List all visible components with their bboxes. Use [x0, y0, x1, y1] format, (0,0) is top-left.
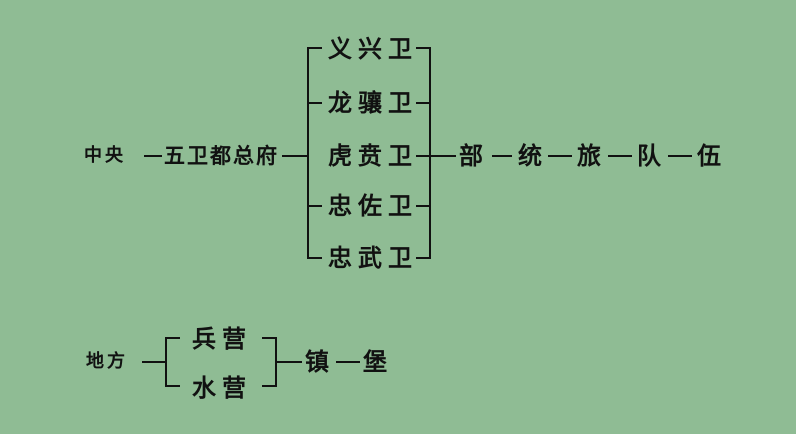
central-label: 中央 — [84, 145, 126, 166]
guard-chungmu: 忠武卫 — [328, 243, 418, 272]
guard-yongyang: 龙骧卫 — [328, 88, 418, 117]
guard-uiheung: 义兴卫 — [328, 34, 418, 63]
chain-bu: 部 — [459, 141, 489, 170]
local-label: 地方 — [86, 351, 128, 372]
camp-navy: 水营 — [192, 373, 252, 402]
chain-dae: 队 — [637, 141, 667, 170]
camp-army: 兵营 — [192, 324, 252, 353]
guard-chungjwa: 忠佐卫 — [328, 191, 418, 220]
chain-o: 伍 — [697, 141, 727, 170]
chain-jin: 镇 — [305, 347, 335, 376]
chain-tong: 统 — [518, 141, 548, 170]
guard-hobun: 虎贲卫 — [328, 141, 418, 170]
chain-bo: 堡 — [363, 347, 393, 376]
five-guards-office: 五卫都总府 — [164, 143, 279, 168]
chain-yeo: 旅 — [577, 141, 607, 170]
